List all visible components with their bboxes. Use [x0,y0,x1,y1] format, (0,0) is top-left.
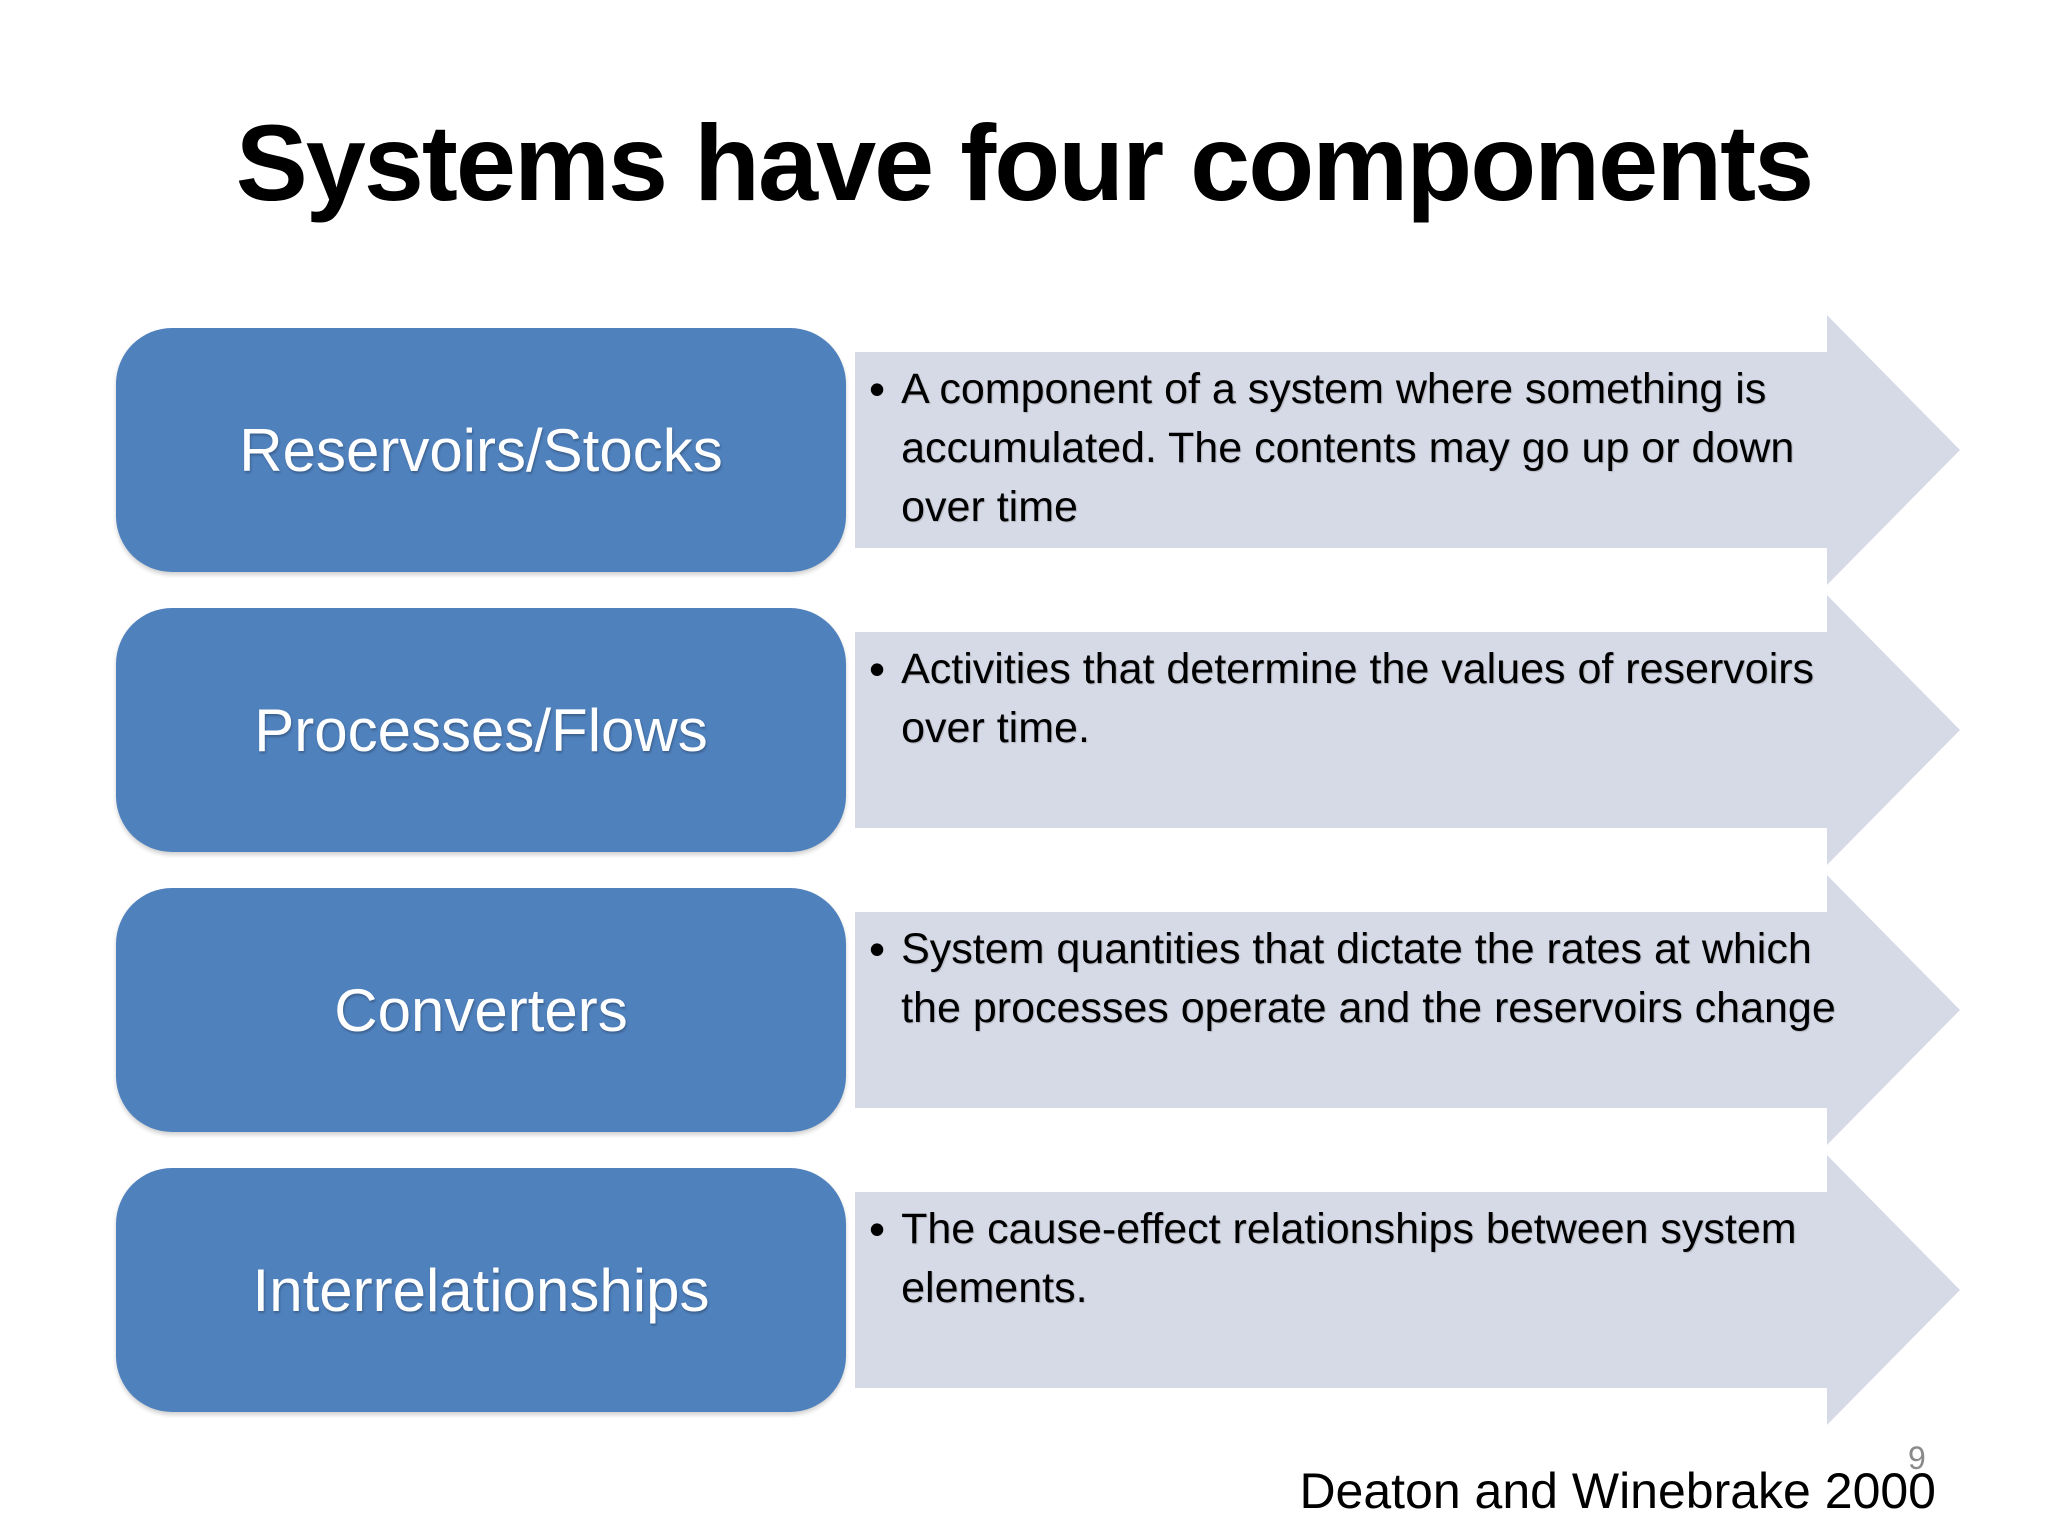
citation-text: Deaton and Winebrake 2000 [1299,1463,1936,1519]
arrow-description: • A component of a system where somethin… [869,360,1851,537]
description-text: The cause-effect relationships between s… [901,1205,1797,1312]
component-label: Converters [334,976,628,1044]
arrow-shape: • System quantities that dictate the rat… [855,875,1960,1145]
component-row-interrelationships: • The cause-effect relationships between… [116,1155,1960,1425]
slide-number: 9 [1908,1440,1926,1476]
arrow-description: • Activities that determine the values o… [869,640,1851,758]
arrow-shape: • A component of a system where somethin… [855,315,1960,585]
component-label: Interrelationships [252,1256,710,1324]
page-title: Systems have four components [235,102,1814,223]
component-label: Reservoirs/Stocks [239,416,723,484]
description-text: A component of a system where something … [901,365,1795,531]
component-box-reservoirs: Reservoirs/Stocks [116,328,846,572]
description-text: Activities that determine the values of … [901,645,1815,752]
bullet-marker: • [869,643,886,695]
component-row-reservoirs: • A component of a system where somethin… [116,315,1960,585]
arrow-shape: • Activities that determine the values o… [855,595,1960,865]
component-label: Processes/Flows [254,696,708,764]
component-box-interrelationships: Interrelationships [116,1168,846,1412]
arrow-description: • The cause-effect relationships between… [869,1200,1851,1318]
component-row-processes: • Activities that determine the values o… [116,595,1960,865]
component-box-converters: Converters [116,888,846,1132]
description-text: System quantities that dictate the rates… [901,925,1836,1032]
bullet-marker: • [869,363,886,415]
component-row-converters: • System quantities that dictate the rat… [116,875,1960,1145]
arrow-description: • System quantities that dictate the rat… [869,920,1851,1038]
bullet-marker: • [869,923,886,975]
bullet-marker: • [869,1203,886,1255]
component-box-processes: Processes/Flows [116,608,846,852]
arrow-shape: • The cause-effect relationships between… [855,1155,1960,1425]
